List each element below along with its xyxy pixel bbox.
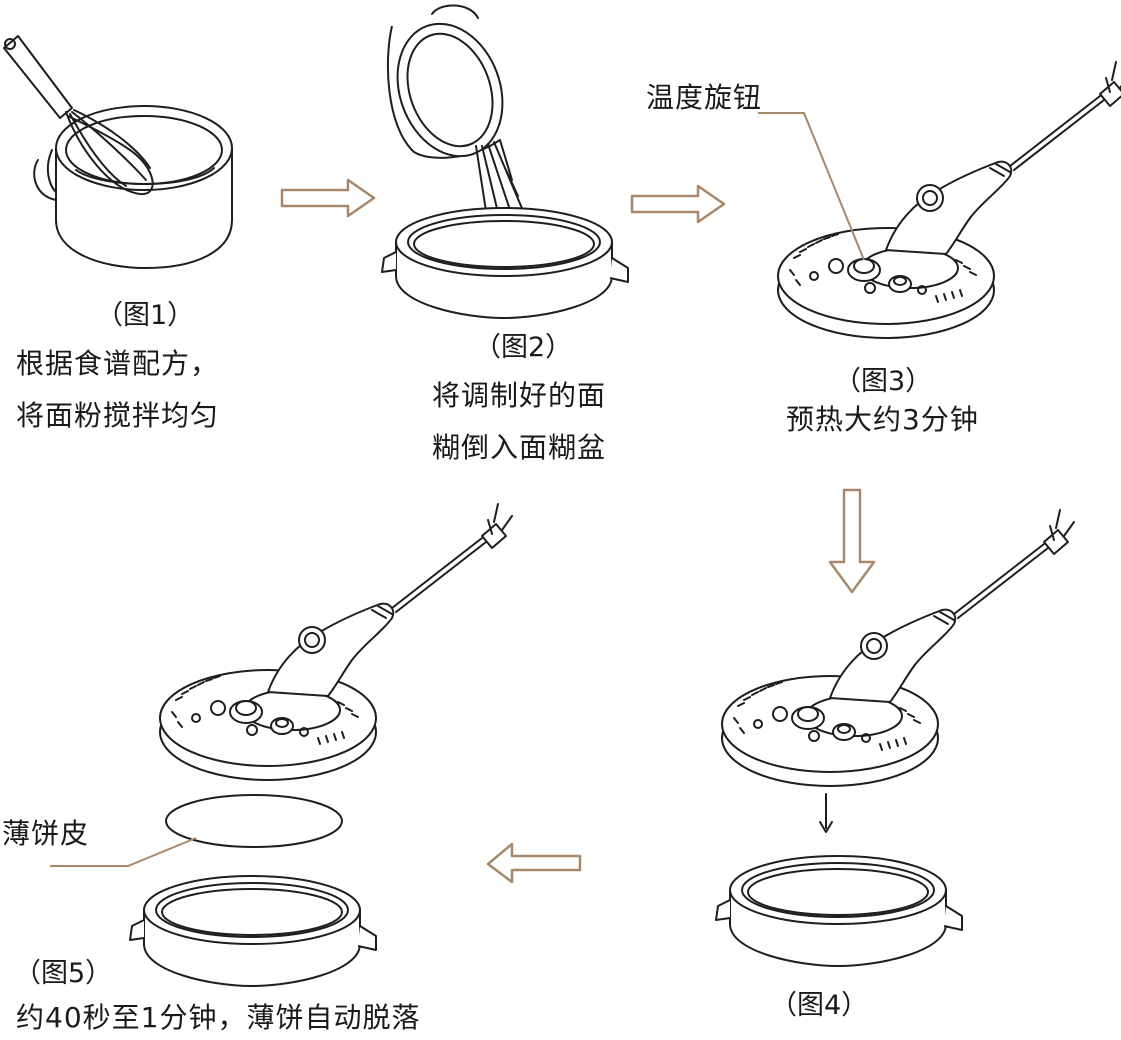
crepe-sheet-leader [50,837,197,867]
arrow-down-icon [828,488,876,594]
fig5-line1: 约40秒至1分钟，薄饼自动脱落 [16,1001,421,1034]
fig5-caption: （图5） [14,958,113,989]
fig1-caption: （图1） [96,300,195,331]
fig1-line1: 根据食谱配方， [16,347,220,380]
crepe-sheet-label: 薄饼皮 [2,817,90,850]
fig3-line1: 预热大约3分钟 [786,403,979,436]
arrow-left-icon [486,842,582,884]
crepe-release-icon [129,503,513,987]
fig2-line2: 糊倒入面糊盆 [432,431,607,464]
fig1-line2: 将面粉搅拌均匀 [16,399,220,432]
temp-knob-leader [758,112,865,261]
arrow-right-icon [280,178,376,218]
temp-knob-label: 温度旋钮 [646,81,763,114]
mixing-bowl-whisk-icon [3,35,233,269]
fig3-caption: （图3） [834,366,933,397]
fig2-caption: （图2） [474,332,573,363]
fig2-line1: 将调制好的面 [432,379,607,412]
fig4-caption: （图4） [770,990,869,1021]
crepe-maker-lowering-icon [715,509,1075,967]
crepe-maker-icon [777,61,1121,339]
arrow-right-icon [630,184,726,224]
pouring-pot-icon [381,4,629,319]
